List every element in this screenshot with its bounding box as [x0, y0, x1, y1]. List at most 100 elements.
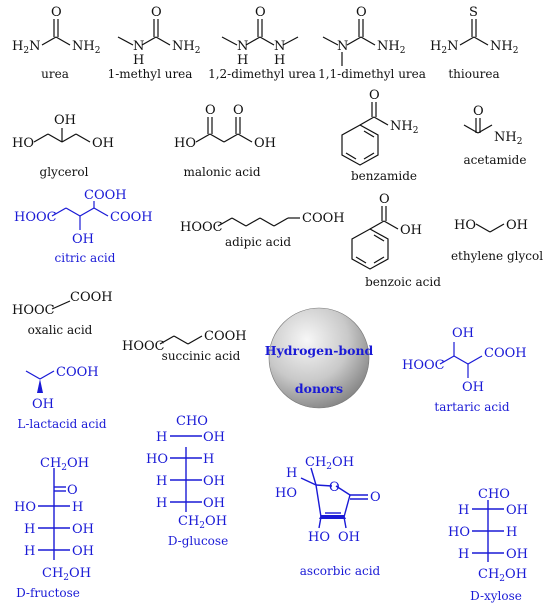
acetamide-o-label: O [473, 104, 484, 119]
ascorbic-structure: CH2OH H HO O O HO OH [275, 455, 381, 545]
benzamide-o-label: O [369, 88, 380, 103]
fructose-name: D-fructose [16, 586, 80, 600]
glycerol-oh-top: OH [54, 113, 76, 128]
benzamide-nh2-sub: 2 [413, 126, 419, 136]
benzamide-name: benzamide [351, 169, 417, 183]
xylose-name: D-xylose [470, 589, 522, 603]
oxalic-structure: HOOC COOH [12, 290, 113, 318]
benzamide-nh2: NH [390, 119, 413, 134]
oxalic-name: oxalic acid [28, 323, 93, 337]
urea-structure: O H2N NH2 [12, 5, 100, 56]
citric-cooh-right: COOH [110, 210, 153, 225]
dimethylurea11-nh2-sub: 2 [400, 46, 406, 56]
fructose-top-sub: 2 [61, 463, 67, 473]
svg-text:H2N: H2N [430, 39, 458, 56]
methylurea-nh2-sub: 2 [195, 46, 201, 56]
acetamide-structure: O NH2 [463, 104, 522, 147]
benzoic-o-label: O [379, 192, 390, 207]
methylurea-structure: O N H NH2 [117, 5, 200, 68]
fructose-r3-left: H [24, 544, 35, 559]
svg-text:NH2: NH2 [494, 130, 522, 147]
thiourea-name: thiourea [448, 67, 499, 81]
succinic-structure: HOOC COOH [122, 329, 247, 354]
xylose-structure: CHO H OH HO H H OH CH2OH [448, 487, 528, 584]
urea-name: urea [41, 67, 69, 81]
thiourea-structure: S H2N NH2 [430, 5, 518, 56]
fructose-bottom-sub: 2 [63, 573, 69, 583]
urea-h-label: H [12, 39, 23, 54]
tartaric-name: tartaric acid [434, 400, 510, 414]
adipic-name: adipic acid [225, 235, 291, 249]
benzoic-structure: O OH [351, 192, 422, 270]
malonic-o2-label: O [233, 103, 244, 118]
dimethylurea11-o-label: O [356, 5, 367, 20]
succinic-name: succinic acid [162, 349, 241, 363]
urea-n-left: N [29, 39, 40, 54]
dimethylurea12-h2-label: H [274, 53, 285, 68]
tartaric-hooc: HOOC [402, 358, 445, 373]
malonic-structure: HO O O OH [174, 103, 276, 151]
methylurea-h-label: H [133, 53, 144, 68]
ethyleneglycol-oh: OH [506, 218, 528, 233]
dimethylurea12-n2-label: N [274, 39, 285, 54]
svg-text:NH2: NH2 [172, 39, 200, 56]
xylose-bottom-sub: 2 [499, 574, 505, 584]
tartaric-cooh: COOH [484, 346, 527, 361]
thiourea-nh2: NH [490, 39, 513, 54]
benzamide-structure: O NH2 [341, 88, 419, 166]
dimethylurea12-structure: O N H N H [221, 5, 299, 68]
ascorbic-ch2oh: CH [305, 455, 326, 470]
glucose-bottom: CH [178, 514, 199, 529]
urea-sub-right: 2 [95, 46, 101, 56]
benzoic-name: benzoic acid [365, 275, 441, 289]
thiourea-s-label: S [469, 5, 478, 20]
glucose-r3-right: OH [203, 474, 225, 489]
fructose-r2-left: H [24, 522, 35, 537]
xylose-bottom: CH [478, 567, 499, 582]
center-label-line1: Hydrogen-bond [265, 343, 374, 358]
ascorbic-ho: HO [275, 486, 297, 501]
tartaric-structure: OH HOOC COOH OH [402, 326, 527, 395]
glycerol-oh-right: OH [92, 136, 114, 151]
urea-o-label: O [51, 5, 62, 20]
dimethylurea11-structure: O N NH2 [322, 5, 406, 66]
glycerol-ho-label: HO [12, 136, 34, 151]
adipic-cooh: COOH [302, 211, 345, 226]
tartaric-oh-bottom: OH [462, 380, 484, 395]
thiourea-nh2-sub: 2 [513, 46, 519, 56]
acetamide-nh2: NH [494, 130, 517, 145]
fructose-r2-right: OH [72, 522, 94, 537]
fructose-structure: CH2OH O HO H H OH H OH CH2OH [14, 456, 94, 583]
glycerol-structure: HO OH OH [12, 113, 114, 151]
methylurea-nh2: NH [172, 39, 195, 54]
fructose-r3-right: OH [72, 544, 94, 559]
thiourea-h-label: H [430, 39, 441, 54]
glucose-r2-left: HO [146, 452, 168, 467]
svg-text:CH2OH: CH2OH [40, 456, 89, 473]
ascorbic-h: H [286, 466, 297, 481]
ascorbic-ring-o: O [329, 480, 340, 495]
ethyleneglycol-name: ethylene glycol [451, 249, 543, 263]
dimethylurea12-o-label: O [255, 5, 266, 20]
glucose-r4-right: OH [203, 496, 225, 511]
ascorbic-ch2oh-sub: 2 [326, 462, 332, 472]
succinic-cooh: COOH [204, 329, 247, 344]
glucose-r3-left: H [156, 474, 167, 489]
methylurea-n-label: N [133, 39, 144, 54]
succinic-hooc: HOOC [122, 339, 165, 354]
thiourea-sub-left: 2 [441, 46, 447, 56]
glucose-bottom-sub: 2 [199, 521, 205, 531]
hydrogen-bond-donors-sphere: Hydrogen-bond donors [265, 307, 374, 409]
fructose-bottom: CH [42, 566, 63, 581]
fructose-top-tail: OH [67, 456, 89, 471]
dimethylurea11-n-label: N [337, 39, 348, 54]
urea-sub-left: 2 [23, 46, 29, 56]
glucose-r4-left: H [156, 496, 167, 511]
fructose-carbonyl: O [67, 483, 78, 498]
dimethylurea12-n1-label: N [237, 39, 248, 54]
dimethylurea12-name: 1,2-dimethyl urea [208, 67, 316, 81]
ethyleneglycol-ho: HO [454, 218, 476, 233]
glucose-name: D-glucose [168, 534, 228, 548]
xylose-top: CHO [478, 487, 510, 502]
